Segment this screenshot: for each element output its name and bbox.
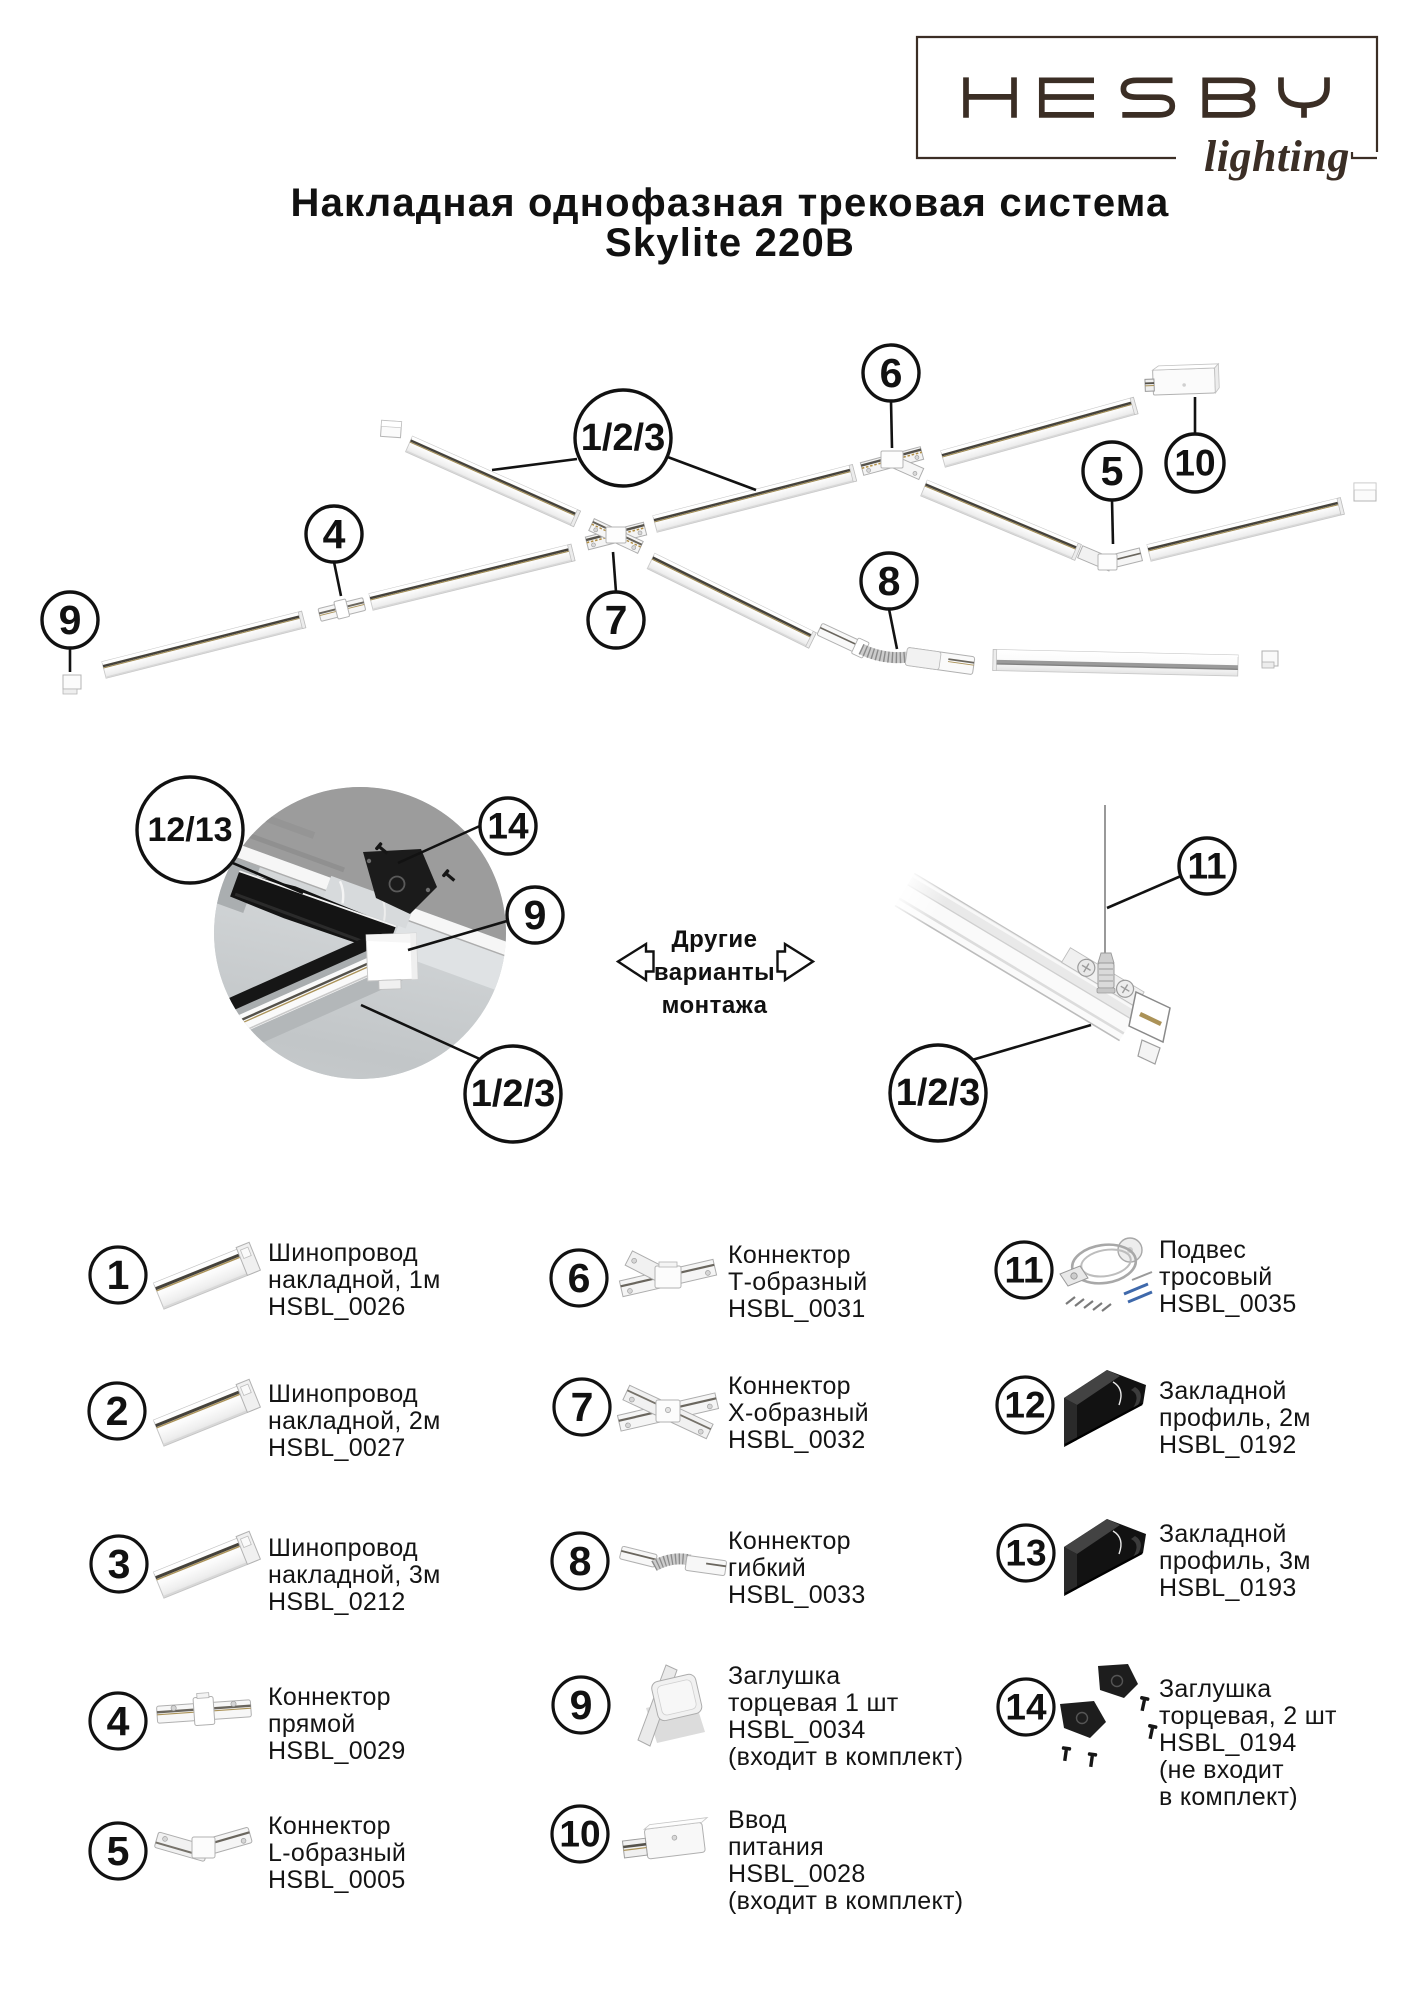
svg-text:10: 10 — [559, 1814, 600, 1855]
svg-text:3: 3 — [108, 1541, 131, 1587]
svg-text:12/13: 12/13 — [147, 811, 232, 849]
svg-text:11: 11 — [1004, 1250, 1043, 1291]
svg-text:8: 8 — [569, 1538, 592, 1584]
svg-text:7: 7 — [605, 597, 628, 643]
svg-text:1/2/3: 1/2/3 — [581, 417, 666, 459]
svg-text:6: 6 — [880, 350, 903, 396]
svg-text:4: 4 — [323, 511, 346, 557]
svg-text:6: 6 — [568, 1255, 591, 1301]
svg-text:1: 1 — [107, 1252, 130, 1298]
svg-text:9: 9 — [570, 1682, 593, 1728]
svg-text:4: 4 — [107, 1698, 130, 1744]
svg-text:lighting: lighting — [1204, 132, 1350, 181]
svg-text:1/2/3: 1/2/3 — [896, 1072, 981, 1114]
svg-text:2: 2 — [106, 1388, 129, 1434]
svg-text:1/2/3: 1/2/3 — [471, 1073, 556, 1115]
svg-text:11: 11 — [1187, 846, 1226, 887]
svg-text:9: 9 — [59, 597, 82, 643]
svg-text:14: 14 — [1005, 1687, 1047, 1728]
svg-text:13: 13 — [1005, 1533, 1046, 1574]
svg-text:7: 7 — [571, 1384, 594, 1430]
svg-text:8: 8 — [878, 558, 901, 604]
svg-text:12: 12 — [1004, 1385, 1045, 1426]
svg-text:10: 10 — [1174, 443, 1215, 484]
svg-text:5: 5 — [1101, 448, 1124, 494]
svg-text:5: 5 — [107, 1828, 130, 1874]
svg-text:9: 9 — [524, 892, 547, 938]
svg-text:14: 14 — [487, 806, 529, 847]
